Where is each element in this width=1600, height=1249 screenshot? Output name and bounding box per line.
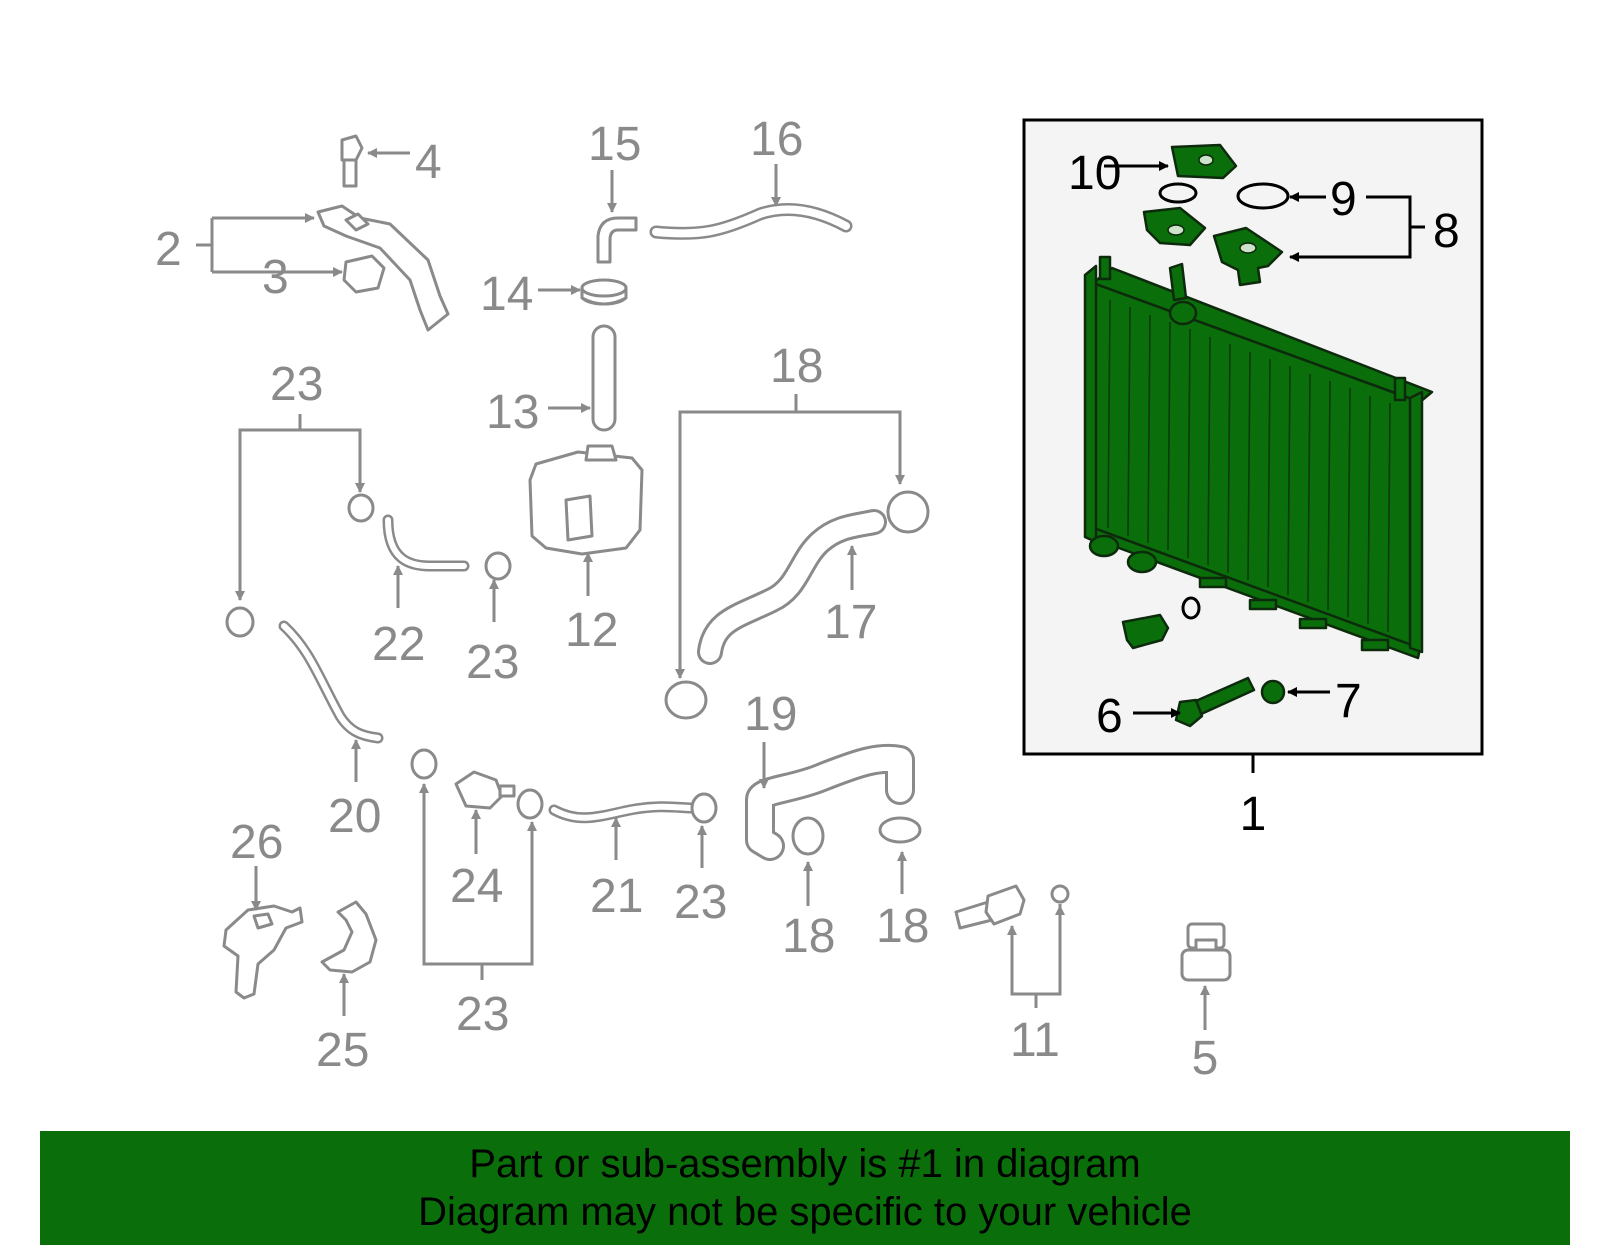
sensor-o-ring-11[interactable] <box>1050 884 1070 904</box>
callout-26[interactable]: 26 <box>230 816 283 869</box>
callout-16[interactable]: 16 <box>750 113 803 166</box>
clamp-18-b[interactable] <box>664 680 708 720</box>
sensor-11[interactable] <box>954 884 1026 930</box>
plug-5[interactable] <box>1180 922 1232 982</box>
clamp-23-d[interactable] <box>410 748 438 780</box>
callout-22[interactable]: 22 <box>372 618 425 671</box>
callout-18-top[interactable]: 18 <box>770 340 823 393</box>
radiator-core[interactable] <box>1083 255 1434 660</box>
nut-7[interactable] <box>1260 679 1286 705</box>
coolant-reservoir-12[interactable] <box>528 444 644 556</box>
callout-13[interactable]: 13 <box>486 386 539 439</box>
clamp-23-a[interactable] <box>347 493 375 523</box>
valve-24[interactable] <box>454 770 516 810</box>
callout-6[interactable]: 6 <box>1096 690 1123 743</box>
callout-23-b[interactable]: 23 <box>456 988 509 1041</box>
clamp-18-d[interactable] <box>878 816 922 844</box>
callout-23-f[interactable]: 23 <box>674 876 727 929</box>
callout-23-bracket-b <box>422 786 534 966</box>
callout-3[interactable]: 3 <box>262 251 289 304</box>
callout-23-c[interactable]: 23 <box>466 636 519 689</box>
clamp-23-f[interactable] <box>690 792 718 824</box>
drain-plug[interactable] <box>1121 613 1170 650</box>
callout-8[interactable]: 8 <box>1433 205 1460 258</box>
clamp-18-a[interactable] <box>886 490 930 534</box>
radiator-cap-8[interactable] <box>1212 226 1284 287</box>
callout-25[interactable]: 25 <box>316 1024 369 1077</box>
callout-18-d[interactable]: 18 <box>876 900 929 953</box>
bracket-2[interactable] <box>316 204 450 332</box>
seal-ring-9[interactable] <box>1236 182 1290 210</box>
reservoir-cap-14[interactable] <box>580 278 628 306</box>
callout-12[interactable]: 12 <box>565 604 618 657</box>
callout-23-bracket-a <box>238 428 362 598</box>
callout-24[interactable]: 24 <box>450 860 503 913</box>
clamp-18-c[interactable] <box>791 816 825 856</box>
callout-7[interactable]: 7 <box>1335 675 1362 728</box>
callout-11[interactable]: 11 <box>1010 1014 1060 1067</box>
callout-19[interactable]: 19 <box>744 688 797 741</box>
clamp-23-e[interactable] <box>516 788 544 820</box>
bolt-4[interactable] <box>340 134 364 188</box>
radiator-cap-10[interactable] <box>1170 143 1238 180</box>
callout-20[interactable]: 20 <box>328 790 381 843</box>
callout-17[interactable]: 17 <box>824 596 877 649</box>
callout-1[interactable]: 1 <box>1240 788 1267 841</box>
hose-elbow-15[interactable] <box>596 216 638 264</box>
reservoir-tube-13[interactable] <box>591 324 617 432</box>
callout-14[interactable]: 14 <box>480 268 533 321</box>
callout-21[interactable]: 21 <box>590 870 643 923</box>
callout-18-bracket <box>678 410 902 676</box>
callout-15[interactable]: 15 <box>588 118 641 171</box>
nut-3[interactable] <box>342 254 386 294</box>
drain-o-ring[interactable] <box>1181 596 1201 620</box>
callout-23-a[interactable]: 23 <box>270 358 323 411</box>
banner-line-1: Part or sub-assembly is #1 in diagram <box>469 1142 1141 1186</box>
housing-26[interactable] <box>222 904 304 1000</box>
callout-9[interactable]: 9 <box>1330 173 1357 226</box>
clamp-23-c[interactable] <box>484 551 512 581</box>
notice-banner: Part or sub-assembly is #1 in diagram Di… <box>40 1131 1570 1245</box>
clamp-23-b[interactable] <box>225 606 255 638</box>
callout-2[interactable]: 2 <box>155 223 182 276</box>
callout-18-c[interactable]: 18 <box>782 910 835 963</box>
bracket-25[interactable] <box>320 900 378 974</box>
radiator-cap-upper[interactable] <box>1142 206 1207 247</box>
callout-4[interactable]: 4 <box>415 136 442 189</box>
callout-5[interactable]: 5 <box>1192 1032 1219 1085</box>
seal-ring-small[interactable] <box>1158 182 1198 204</box>
callout-10[interactable]: 10 <box>1068 147 1121 200</box>
bolt-6[interactable] <box>1174 676 1256 728</box>
banner-line-2: Diagram may not be specific to your vehi… <box>418 1190 1192 1234</box>
callout-11-bracket <box>1010 904 1062 996</box>
